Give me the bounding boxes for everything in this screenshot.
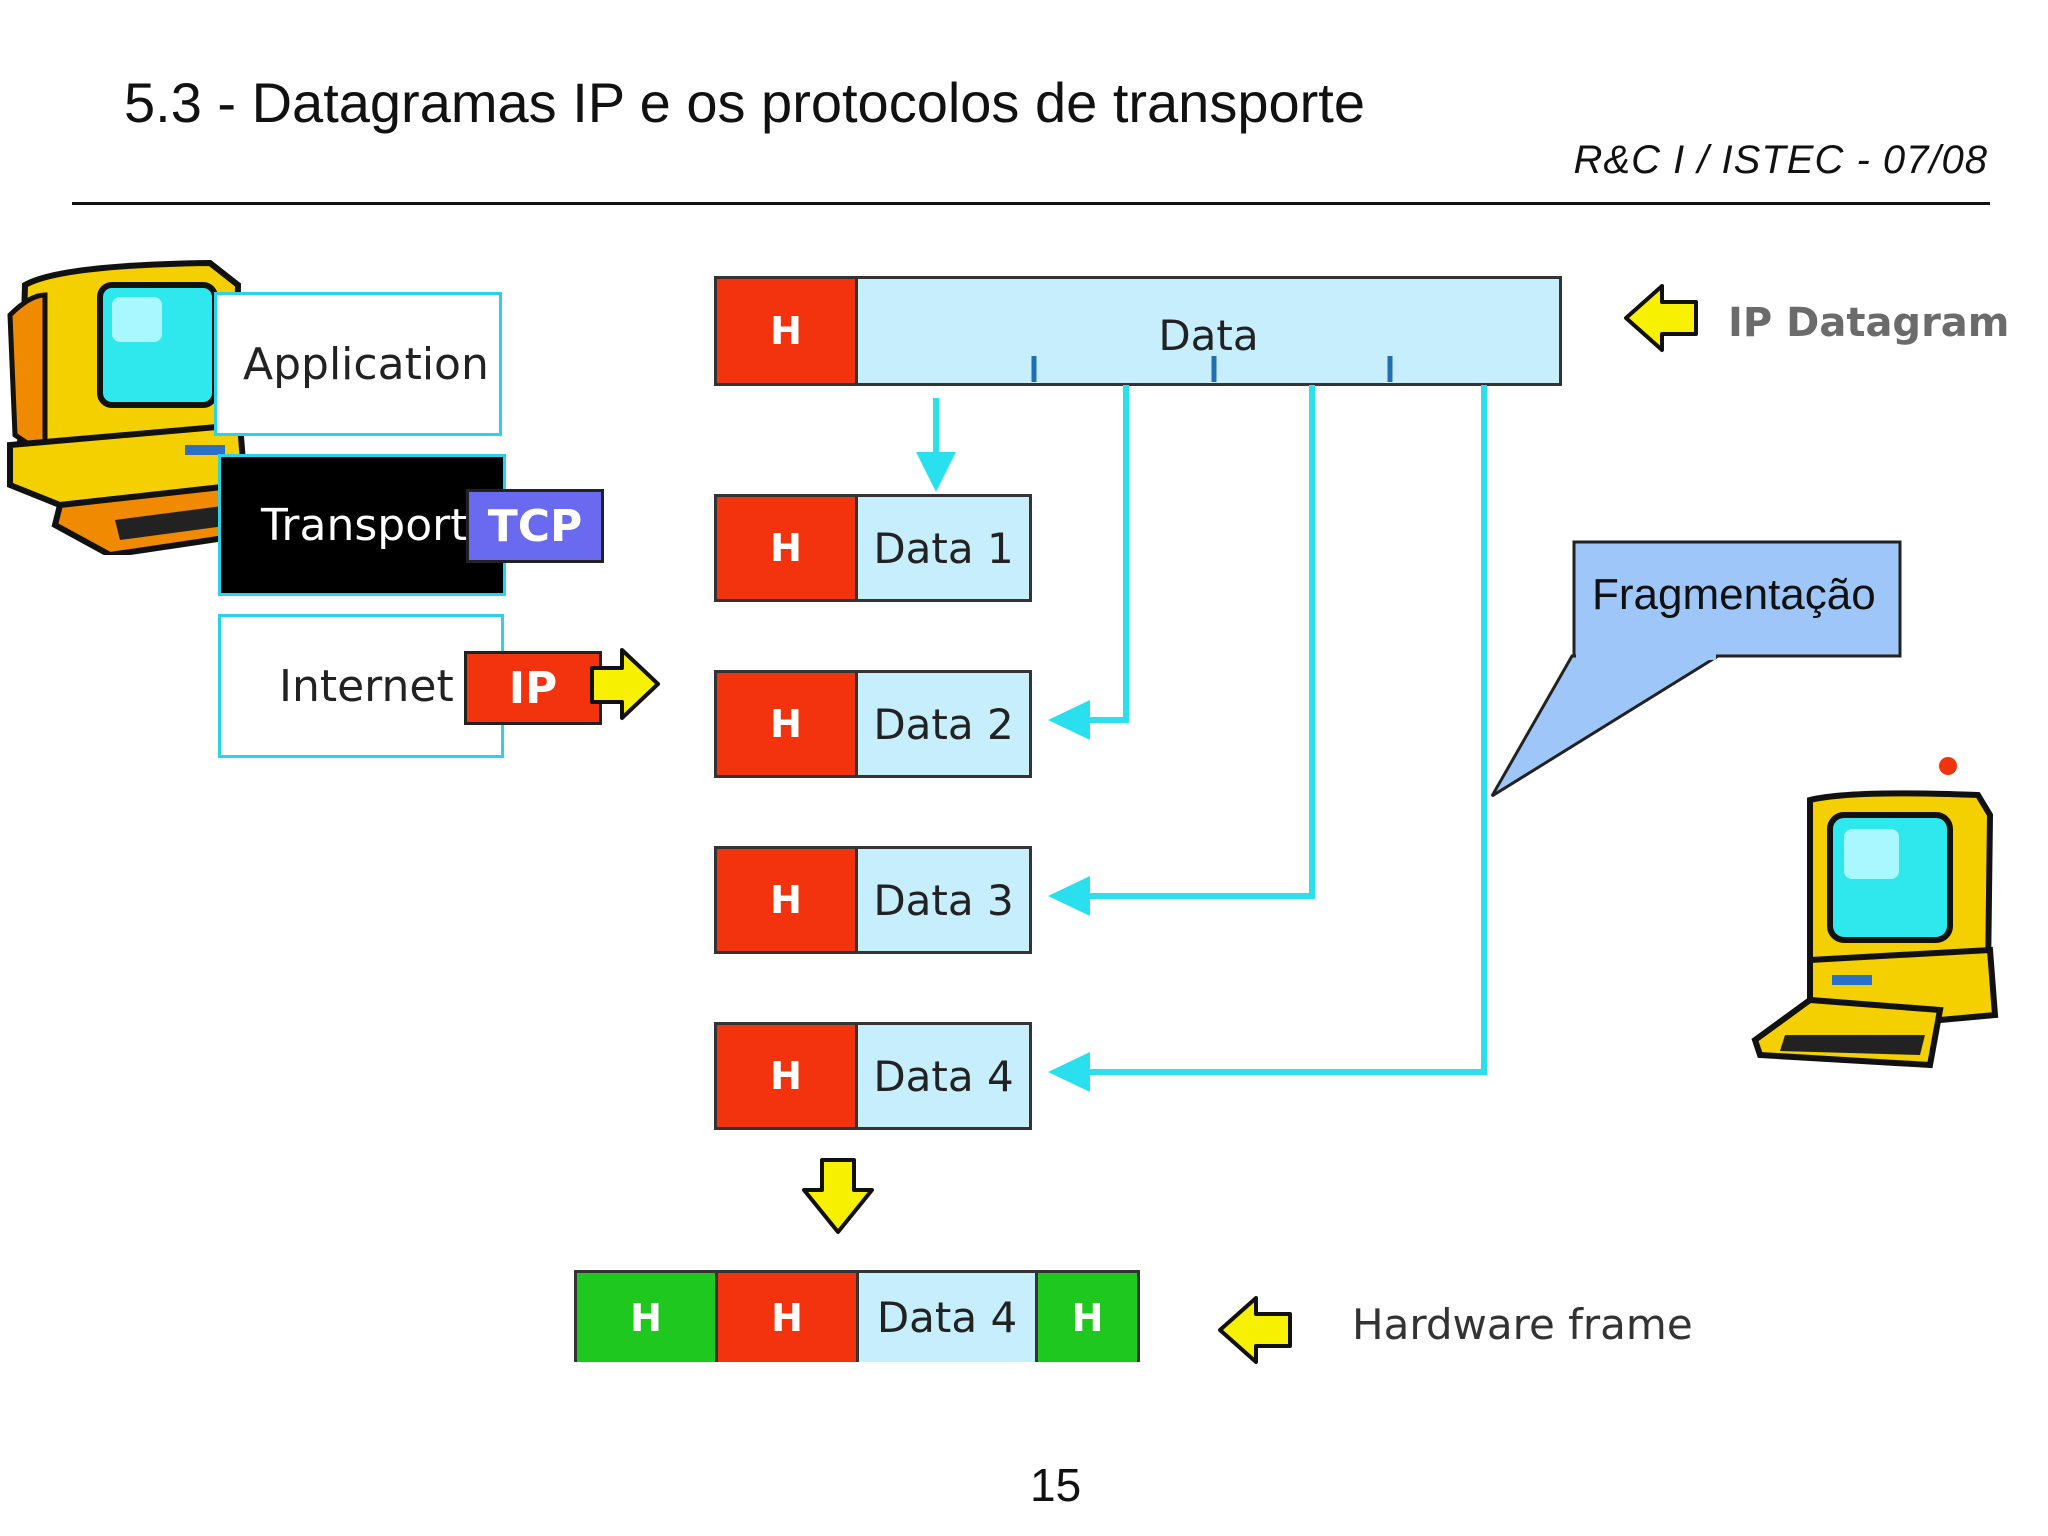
fragment-4-header: H bbox=[717, 1025, 858, 1127]
fragment-4-data: Data 4 bbox=[858, 1025, 1029, 1127]
yellow-arrow-left-icon bbox=[1624, 284, 1698, 352]
fragment-3-data: Data 3 bbox=[858, 849, 1029, 951]
layer-internet: Internet bbox=[218, 614, 504, 758]
layer-transport-label: Transport bbox=[261, 499, 468, 551]
ip-tag: IP bbox=[464, 651, 602, 725]
fragment-1: H Data 1 bbox=[714, 494, 1032, 602]
fragment-1-data: Data 1 bbox=[858, 497, 1029, 599]
layer-transport: Transport bbox=[218, 454, 506, 596]
computer-icon bbox=[7, 259, 249, 555]
layer-application: Application bbox=[214, 292, 502, 436]
ip-datagram-label: IP Datagram bbox=[1728, 300, 2010, 346]
page-number: 15 bbox=[1030, 1459, 1082, 1511]
datagram-header: H bbox=[717, 279, 858, 383]
title-rule bbox=[72, 202, 1990, 205]
slide-subtitle: R&C I / ISTEC - 07/08 bbox=[1573, 138, 1988, 182]
remote-computer-icon bbox=[1751, 757, 1999, 1069]
yellow-arrow-right-icon bbox=[590, 648, 660, 720]
fragment-4: H Data 4 bbox=[714, 1022, 1032, 1130]
layer-internet-label: Internet bbox=[279, 660, 454, 712]
frame-trailer: H bbox=[1038, 1273, 1137, 1362]
tcp-tag: TCP bbox=[466, 489, 604, 563]
frame-data: Data 4 bbox=[859, 1273, 1038, 1362]
callout-bubble bbox=[1490, 540, 1902, 798]
yellow-arrow-down-icon bbox=[802, 1158, 874, 1234]
yellow-arrow-left-frame-icon bbox=[1218, 1296, 1292, 1364]
fragment-2: H Data 2 bbox=[714, 670, 1032, 778]
fragment-2-header: H bbox=[717, 673, 858, 775]
layer-application-label: Application bbox=[243, 338, 489, 390]
fragment-1-header: H bbox=[717, 497, 858, 599]
ip-datagram: H Data bbox=[714, 276, 1562, 386]
frame-ip-header: H bbox=[718, 1273, 859, 1362]
frame-header: H bbox=[577, 1273, 718, 1362]
datagram-data: Data bbox=[858, 279, 1559, 383]
fragment-3-header: H bbox=[717, 849, 858, 951]
callout-text: Fragmentação bbox=[1592, 570, 1876, 619]
hardware-frame-label: Hardware frame bbox=[1352, 1300, 1693, 1349]
fragment-3: H Data 3 bbox=[714, 846, 1032, 954]
fragment-2-data: Data 2 bbox=[858, 673, 1029, 775]
slide-title: 5.3 - Datagramas IP e os protocolos de t… bbox=[124, 71, 1365, 134]
hardware-frame: H H Data 4 H bbox=[574, 1270, 1140, 1362]
